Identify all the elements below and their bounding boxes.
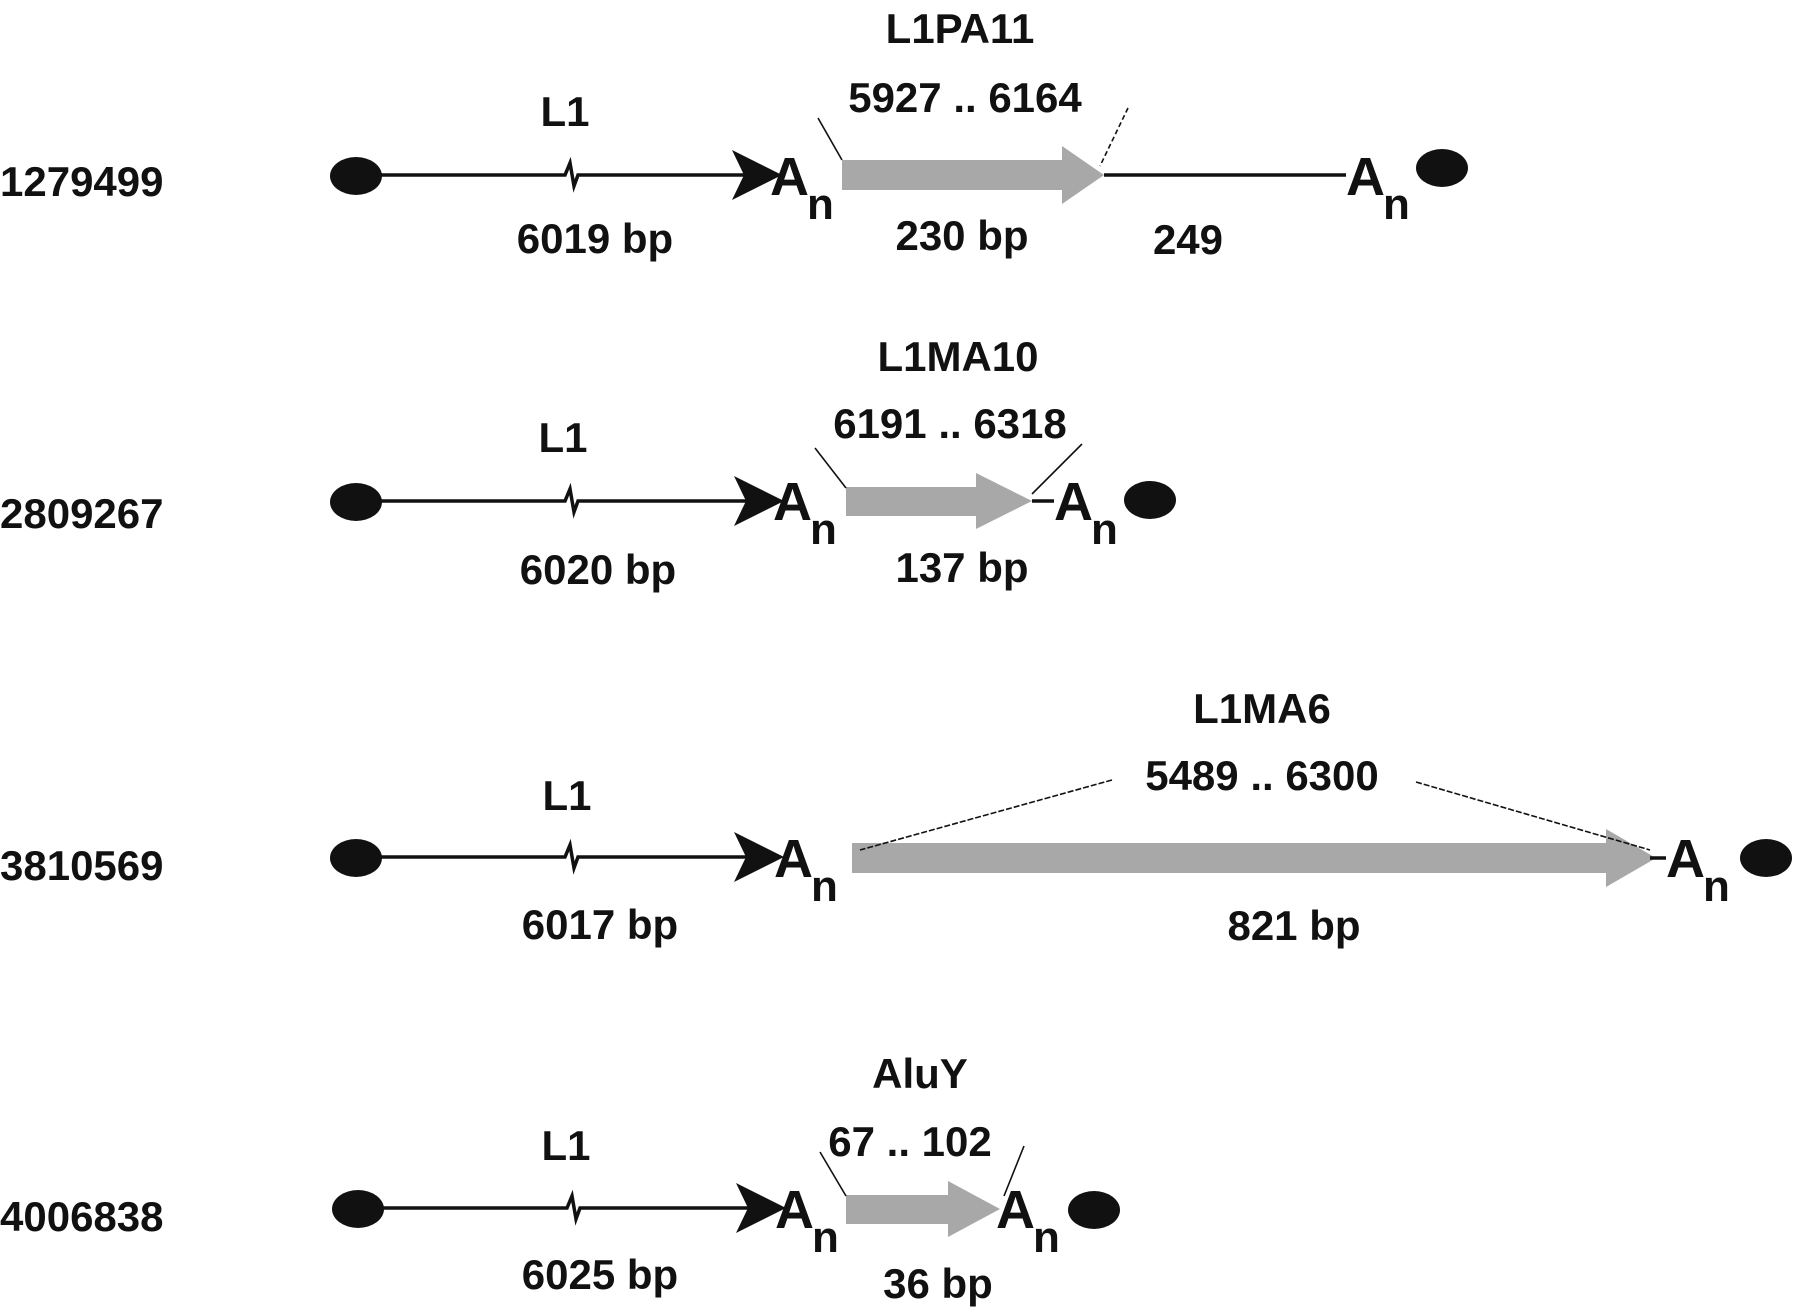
row-3810569: 3810569 L1 6017 bp An L1MA6 5489 .. 6300…	[0, 685, 1792, 949]
insert-range: 67 .. 102	[828, 1118, 991, 1165]
l1-element-line	[380, 838, 752, 875]
transduced-insert-arrowhead	[976, 473, 1032, 529]
insert-length: 230 bp	[895, 212, 1028, 259]
transduced-insert-bar	[846, 1195, 950, 1224]
insert-length: 821 bp	[1227, 902, 1360, 949]
range-connector-left	[859, 779, 1113, 851]
polya-tail-label: An	[775, 1180, 839, 1262]
start-cap	[332, 1190, 384, 1228]
range-connector-right	[1099, 107, 1129, 167]
polya-tail-label: An	[773, 472, 837, 554]
insert-name: L1PA11	[886, 5, 1035, 52]
range-connector-left	[817, 117, 843, 161]
l1-label: L1	[540, 88, 589, 135]
l1-length: 6025 bp	[522, 1251, 678, 1298]
downstream-length: 249	[1153, 216, 1223, 263]
l1-length: 6017 bp	[522, 901, 678, 948]
row-id: 2809267	[0, 490, 164, 537]
transduced-insert-bar	[842, 160, 1064, 190]
insert-name: L1MA6	[1193, 685, 1331, 732]
l1-label: L1	[538, 414, 587, 461]
l1-element-line	[380, 482, 752, 519]
end-cap	[1068, 1191, 1120, 1229]
end-cap	[1124, 481, 1176, 519]
range-connector-right	[1003, 1145, 1025, 1197]
start-cap	[330, 157, 382, 195]
row-id: 1279499	[0, 158, 164, 205]
insert-length: 36 bp	[883, 1260, 993, 1307]
row-4006838: 4006838 L1 6025 bp An AluY 67 .. 102 36 …	[0, 1050, 1120, 1307]
transduced-insert-arrowhead	[1062, 146, 1104, 204]
polya-tail-label: An	[996, 1180, 1060, 1262]
transduced-insert-arrowhead	[948, 1181, 1000, 1237]
insert-name: AluY	[872, 1050, 968, 1097]
l1-label: L1	[541, 1122, 590, 1169]
end-cap	[1416, 149, 1468, 187]
row-2809267: 2809267 L1 6020 bp An L1MA10 6191 .. 631…	[0, 333, 1176, 593]
transduced-insert-arrowhead	[1606, 829, 1656, 887]
range-connector-left	[819, 1151, 847, 1197]
insert-range: 5489 .. 6300	[1145, 752, 1379, 799]
insert-range: 5927 .. 6164	[848, 74, 1082, 121]
insert-length: 137 bp	[895, 544, 1028, 591]
range-connector-right	[1031, 443, 1083, 495]
row-id: 3810569	[0, 842, 164, 889]
polya-tail-label: An	[770, 147, 834, 229]
transduced-insert-bar	[852, 843, 1610, 873]
l1-length: 6019 bp	[517, 215, 673, 262]
start-cap	[330, 839, 382, 877]
insert-range: 6191 .. 6318	[833, 400, 1067, 447]
l1-label: L1	[542, 772, 591, 819]
polya-tail-label: An	[774, 829, 838, 911]
l1-arrowhead	[734, 476, 784, 526]
insert-name: L1MA10	[877, 333, 1038, 380]
range-connector-right	[1415, 781, 1651, 851]
polya-tail-label: An	[1054, 472, 1118, 554]
polya-tail-label: An	[1346, 147, 1410, 229]
l1-arrowhead	[736, 1183, 786, 1233]
transduced-insert-bar	[846, 487, 978, 516]
l1-arrowhead	[734, 832, 784, 882]
row-1279499: 1279499 L1 6019 bp An L1PA11 5927 .. 616…	[0, 5, 1468, 263]
l1-arrowhead	[732, 150, 782, 200]
row-id: 4006838	[0, 1193, 164, 1240]
l1-element-line	[382, 1189, 754, 1226]
l1-element-line	[380, 156, 750, 193]
end-cap	[1740, 839, 1792, 877]
polya-tail-label: An	[1666, 829, 1730, 911]
start-cap	[330, 483, 382, 521]
range-connector-left	[814, 447, 847, 489]
l1-length: 6020 bp	[520, 546, 676, 593]
